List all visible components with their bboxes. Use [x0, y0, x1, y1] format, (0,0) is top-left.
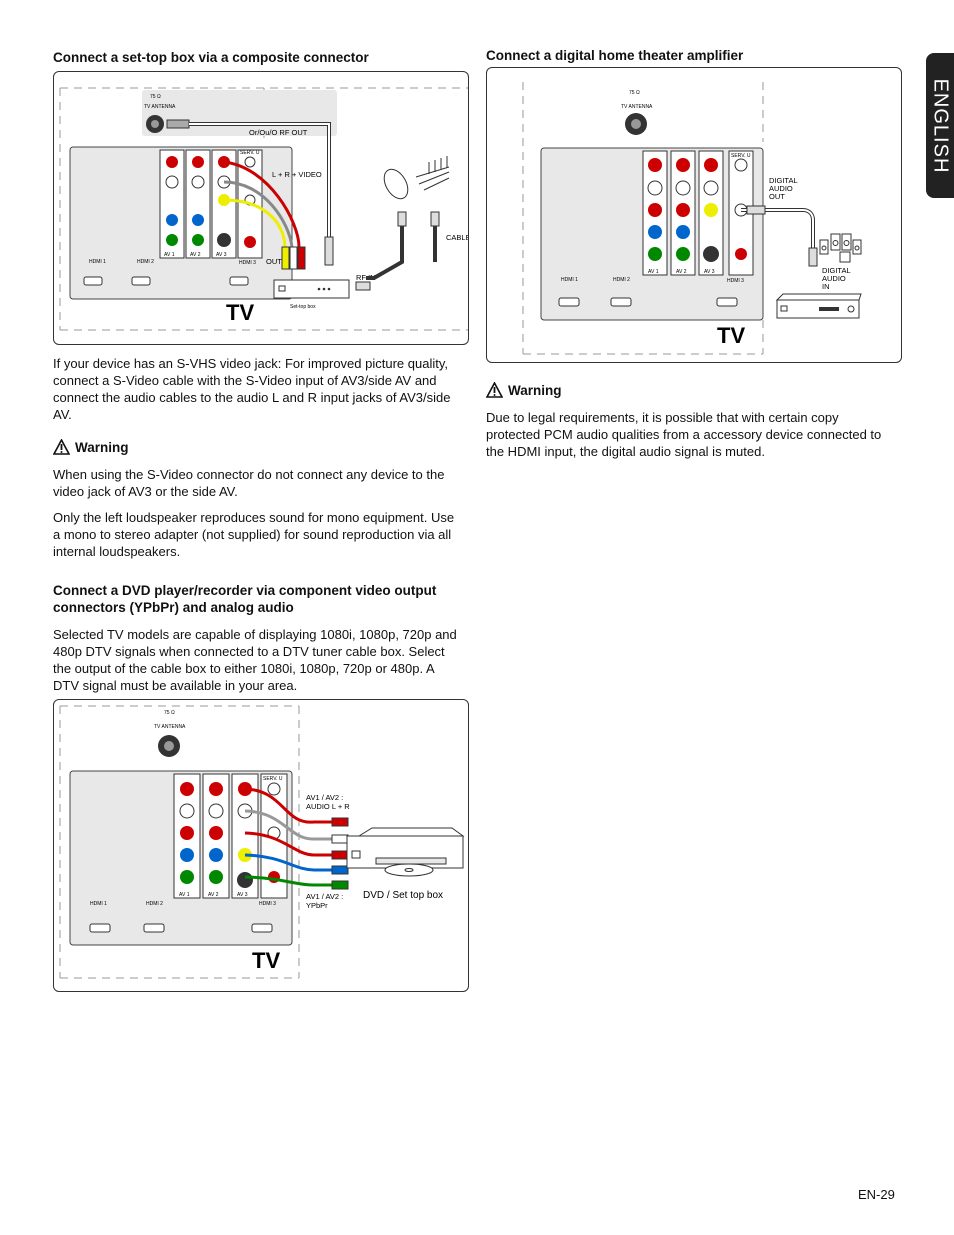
speakers-icon — [819, 233, 862, 263]
amp-hdmi2-label: HDMI 2 — [613, 277, 630, 283]
dvd-serv-label: SERV. U — [263, 776, 283, 782]
amp-hdmi3-port — [716, 297, 738, 307]
dvd-av1-label: AV 1 — [179, 892, 190, 898]
tv-aerial — [415, 166, 450, 191]
dvd-antenna-ohm: 75 Ω — [164, 710, 175, 716]
dvd-diagram: 75 Ω TV ANTENNA AV 1 AV 2 AV 3 SERV. U H… — [53, 699, 469, 992]
rf-out-label: Or/Ou/O RF OUT — [249, 128, 308, 137]
amp-hdmi3-label: HDMI 3 — [727, 278, 744, 284]
dvd-label: DVD / Set top box — [363, 890, 443, 901]
amp-hdmi1-label: HDMI 1 — [561, 277, 578, 283]
dvd-diagram-svg: 75 Ω TV ANTENNA AV 1 AV 2 AV 3 SERV. U H… — [59, 705, 465, 979]
rf-in-label: RF IN — [356, 273, 376, 282]
dtv-paragraph: Selected TV models are capable of displa… — [53, 627, 457, 693]
av3-label: AV 3 — [216, 252, 227, 258]
av1-label: AV 1 — [164, 252, 175, 258]
disc-icon — [384, 863, 434, 877]
amp-serv-label: SERV. U — [731, 153, 751, 159]
language-tab-label: ENGLISH — [929, 78, 952, 173]
dvd-hdmi2-port — [143, 923, 165, 933]
amp-hdmi1-port — [558, 297, 580, 307]
amp-antenna-ohm: 75 Ω — [629, 90, 640, 96]
settop-box-label: Set-top box — [290, 304, 316, 310]
dvd-hdmi1-label: HDMI 1 — [90, 901, 107, 907]
amp-av2-label: AV 2 — [676, 269, 687, 275]
settop-diagram: 75 Ω TV ANTENNA Or/Ou/O RF OUT AV 1 AV 2… — [53, 71, 469, 345]
svhs-paragraph: If your device has an S-VHS video jack: … — [53, 356, 451, 422]
section1-heading: Connect a set-top box via a composite co… — [53, 50, 369, 65]
warning2-title-row: Warning — [486, 382, 562, 398]
warning2-title: Warning — [508, 382, 562, 398]
section2-heading: Connect a DVD player/recorder via compon… — [53, 583, 437, 615]
warning-icon — [486, 382, 503, 398]
amplifier-box — [776, 299, 860, 319]
antenna-label: TV ANTENNA — [144, 104, 176, 110]
lrv-label: L + R + VIDEO — [272, 170, 322, 179]
dvd-hdmi1-port — [89, 923, 111, 933]
antenna-ohm: 75 Ω — [150, 94, 161, 100]
dvd-antenna-label: TV ANTENNA — [154, 724, 186, 730]
warning2-paragraph: Due to legal requirements, it is possibl… — [486, 410, 882, 459]
dvd-av3-label: AV 3 — [237, 892, 248, 898]
out-label: OUT — [266, 257, 282, 266]
av2-label: AV 2 — [190, 252, 201, 258]
hdmi3-label: HDMI 3 — [239, 260, 256, 266]
settop-box — [273, 279, 350, 299]
dvd-hdmi2-label: HDMI 2 — [146, 901, 163, 907]
av-audio-label: AV1 / AV2 : — [306, 793, 343, 802]
language-tab: ENGLISH — [926, 53, 954, 198]
amp-av3-label: AV 3 — [704, 269, 715, 275]
warning1-paragraph2: Only the left loudspeaker reproduces sou… — [53, 510, 455, 559]
dvd-hdmi3-port — [251, 923, 273, 933]
warning1-paragraph1: When using the S-Video connector do not … — [53, 467, 445, 499]
hdmi2-label: HDMI 2 — [137, 259, 154, 265]
cable-label: CABLE — [446, 233, 468, 242]
section3-heading: Connect a digital home theater amplifier — [486, 48, 744, 63]
warning-icon — [53, 439, 70, 455]
av-jacks: AV 1 AV 2 AV 3 SERV. U — [159, 149, 263, 259]
hdmi1-label: HDMI 1 — [89, 259, 106, 265]
hdmi1-port — [83, 276, 103, 286]
warning1-title-row: Warning — [53, 439, 129, 455]
amp-av-jacks: AV 1 AV 2 AV 3 SERV. U — [642, 150, 754, 276]
amp-antenna-label: TV ANTENNA — [621, 104, 653, 110]
hdmi3-port — [229, 276, 249, 286]
hdmi2-port — [131, 276, 151, 286]
dvd-tv-logo: TV — [252, 948, 280, 973]
amplifier-diagram: 75 Ω TV ANTENNA AV 1 AV 2 AV 3 SERV. U H… — [486, 67, 902, 363]
settop-diagram-svg: 75 Ω TV ANTENNA Or/Ou/O RF OUT AV 1 AV 2… — [59, 87, 468, 331]
amp-av1-label: AV 1 — [648, 269, 659, 275]
warning1-title: Warning — [75, 439, 129, 455]
dvd-av2-label: AV 2 — [208, 892, 219, 898]
amp-tv-logo: TV — [717, 323, 745, 348]
av-ypbpr-label: AV1 / AV2 : — [306, 892, 343, 901]
amplifier-diagram-svg: 75 Ω TV ANTENNA AV 1 AV 2 AV 3 SERV. U H… — [522, 82, 862, 355]
satellite-dish — [383, 168, 409, 200]
amp-hdmi2-port — [610, 297, 632, 307]
audio-lr-label: AUDIO L + R — [306, 802, 350, 811]
page-number: EN-29 — [858, 1187, 895, 1202]
tv-logo: TV — [226, 300, 254, 325]
serv-label: SERV. U — [240, 150, 260, 156]
dvd-hdmi3-label: HDMI 3 — [259, 901, 276, 907]
ypbpr-label: YPbPr — [306, 901, 328, 910]
